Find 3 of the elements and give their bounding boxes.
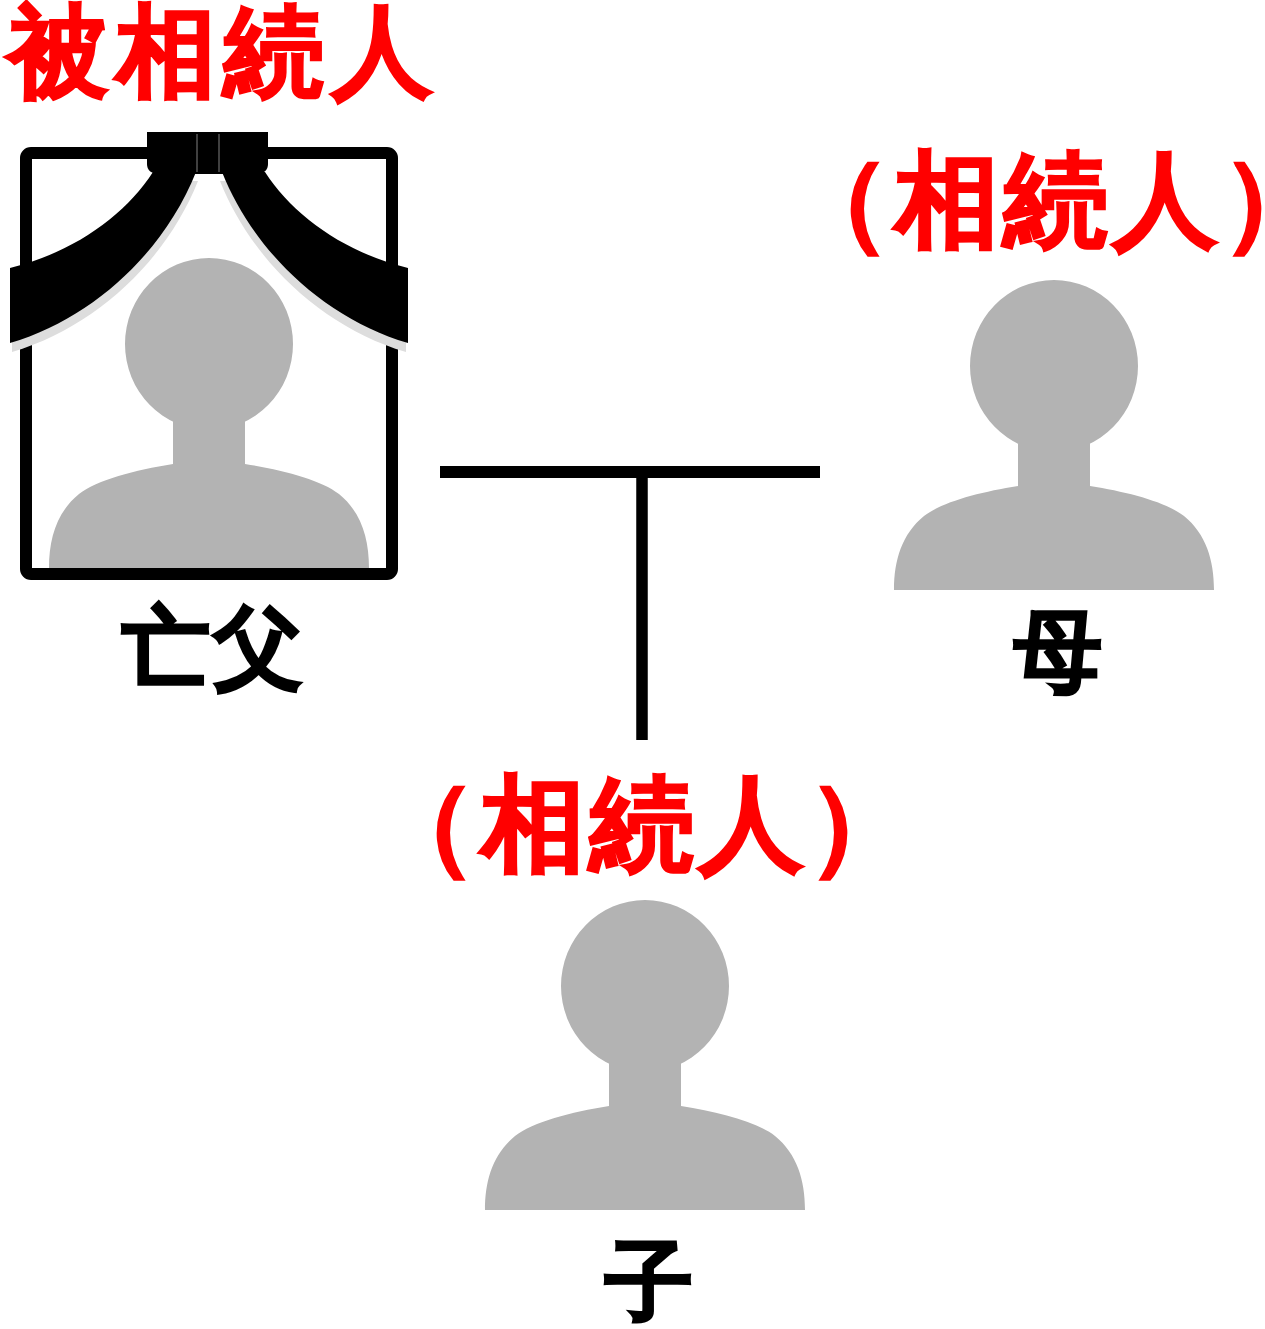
name-label: 母 bbox=[1012, 608, 1103, 696]
name-label: 子 bbox=[604, 1238, 693, 1326]
role-label: 被相続人 bbox=[1, 2, 435, 102]
